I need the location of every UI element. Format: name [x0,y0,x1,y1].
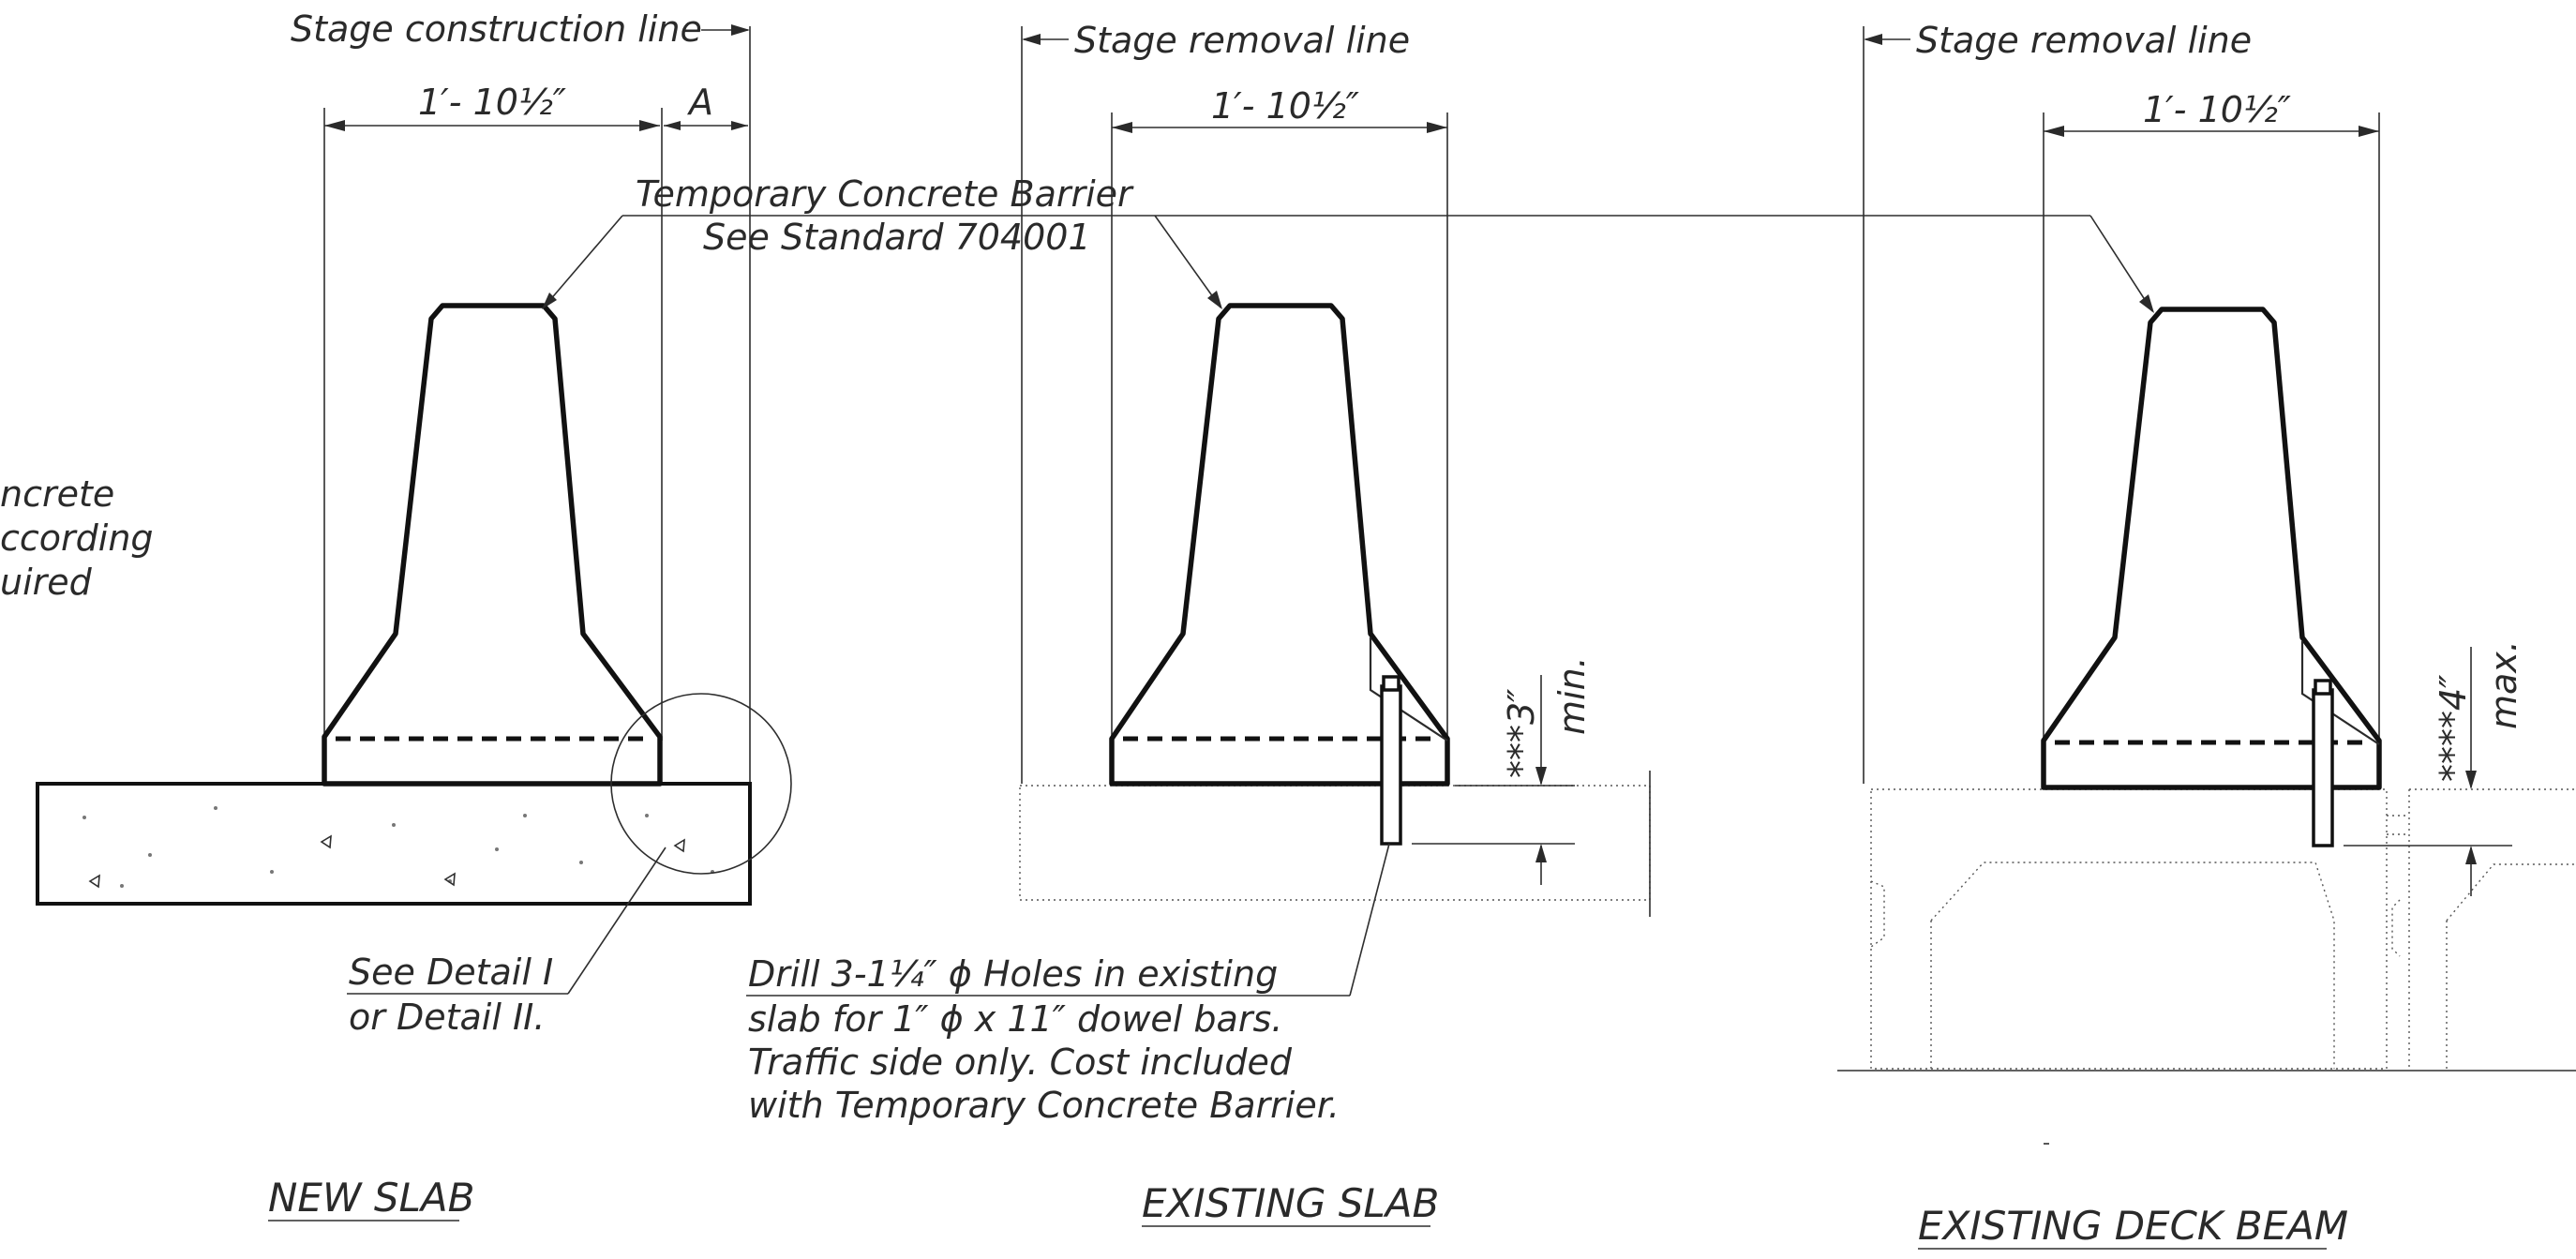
barrier-callout-line-1: Temporary Concrete Barrier [636,173,1134,215]
existing-slab-dowel-plate [1369,637,1448,742]
dim-max-arrow-top [2465,771,2477,789]
deck-beam-dowel-head [2314,679,2332,696]
stage-removal-line-label-1: Stage removal line [1074,20,1410,61]
existing-slab-dim-arrow-right [1427,122,1447,133]
stage-removal-arrowhead-1 [1022,34,1041,45]
new-slab-concrete [36,782,752,906]
detail-circle [610,693,792,875]
deck-beam-dim-arrow-right [2359,126,2379,137]
left-cut-text-3: uired [0,562,93,603]
title-existing-deck-beam: EXISTING DECK BEAM [1918,1203,2348,1249]
dim-min-word: min. [1551,656,1593,735]
dim-a-label: A [686,82,713,123]
new-slab-dim-arrow-left [324,120,345,131]
barrier-leader-1 [543,215,623,308]
deck-beam-dowel-bar [2312,688,2334,847]
dim-min-arrow-top [1535,767,1547,786]
dim-min-value: ***3″ [1501,689,1542,778]
drill-note-line-2: slab for 1″ ϕ x 11″ dowel bars. [748,998,1282,1040]
left-cut-text-1: ncrete [0,473,114,515]
stage-construction-arrowhead [731,24,750,36]
drill-note-line-3: Traffic side only. Cost included [748,1042,1293,1083]
drill-note-leader [1349,843,1390,997]
dim-a-arrow-right [731,121,748,130]
deck-beam-dim-arrow-left [2044,126,2064,137]
panel-existing-slab: Stage removal line 1′- 10½″ ***3″ min. D… [746,20,1651,1227]
existing-slab-dowel-head [1382,675,1400,692]
drill-note-line-4: with Temporary Concrete Barrier. [748,1085,1340,1126]
title-existing-slab: EXISTING SLAB [1142,1180,1439,1226]
barrier-leader-arrow-3 [2139,294,2154,313]
deck-beam-outline [1870,788,2576,1070]
existing-slab-dim-arrow-left [1112,122,1132,133]
dim-max-word: max. [2483,640,2524,729]
existing-slab-dim-width: 1′- 10½″ [1211,85,1359,127]
stage-removal-arrowhead-2 [1864,34,1882,45]
existing-slab-outline [1019,785,1651,901]
dim-max-arrow-bottom [2465,846,2477,864]
dim-max-value: ****4″ [2433,675,2474,782]
new-slab-aggregate-specks [82,806,714,889]
new-slab-temporary-barrier [322,303,663,787]
deck-beam-temporary-barrier [2041,307,2382,790]
panel-existing-deck-beam: Stage removal line 1′- 10½″ [1837,20,2576,1250]
see-detail-text-2: or Detail II. [349,997,545,1038]
existing-slab-dowel-bar [1380,684,1402,846]
new-slab-dim-width: 1′- 10½″ [418,82,566,123]
stage-construction-line-label: Stage construction line [291,8,702,50]
deck-beam-dim-width: 1′- 10½″ [2143,89,2291,130]
dim-a-arrow-left [664,121,681,130]
barrier-callout: Temporary Concrete Barrier See Standard … [542,173,2154,313]
barrier-leader-2 [1154,215,1221,308]
barrier-leader-3 [2089,215,2153,312]
title-new-slab: NEW SLAB [268,1175,474,1221]
deck-beam-dowel-plate [2300,641,2380,745]
see-detail-text-1: See Detail I [349,952,553,993]
dim-min-arrow-bottom [1535,844,1547,862]
existing-slab-temporary-barrier [1109,303,1450,787]
barrier-callout-line-2: See Standard 704001 [703,217,1091,258]
panel-new-slab: Stage construction line 1′- 10½″ A [0,8,792,1222]
drill-note-line-1: Drill 3-1¼″ ϕ Holes in existing [748,953,1278,995]
new-slab-dim-arrow-right [639,120,660,131]
barrier-leader-arrow-1 [542,292,557,309]
stage-removal-line-label-2: Stage removal line [1916,20,2252,61]
detail-leader [567,847,666,995]
left-cut-text-2: ccording [0,517,154,559]
barrier-leader-arrow-2 [1207,291,1222,309]
